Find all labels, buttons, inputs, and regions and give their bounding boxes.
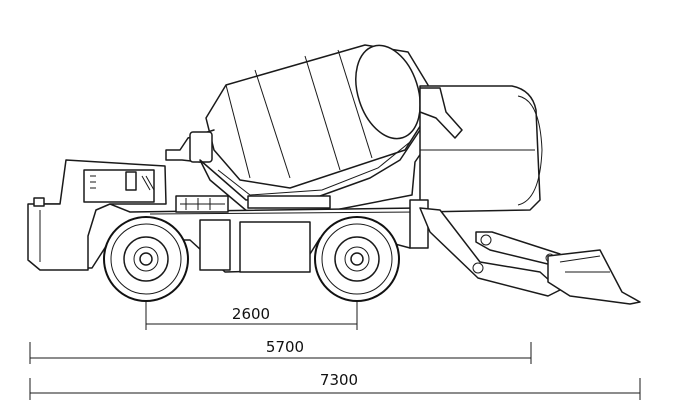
loader-bucket xyxy=(547,249,641,305)
cab-box xyxy=(27,159,167,271)
dimension-overall-length: 7300 xyxy=(29,371,641,400)
dimension-wheelbase: 2600 xyxy=(145,302,358,330)
rear-wheel xyxy=(314,216,400,302)
front-wheel xyxy=(103,216,189,302)
mixer-drum xyxy=(165,44,429,189)
water-tank xyxy=(419,85,543,213)
dimension-label-body-length: 5700 xyxy=(266,338,304,356)
dimension-body-length: 5700 xyxy=(29,338,532,364)
dimension-label-overall-length: 7300 xyxy=(320,371,358,389)
loader-arm xyxy=(419,207,561,297)
dimension-label-wheelbase: 2600 xyxy=(232,305,270,323)
